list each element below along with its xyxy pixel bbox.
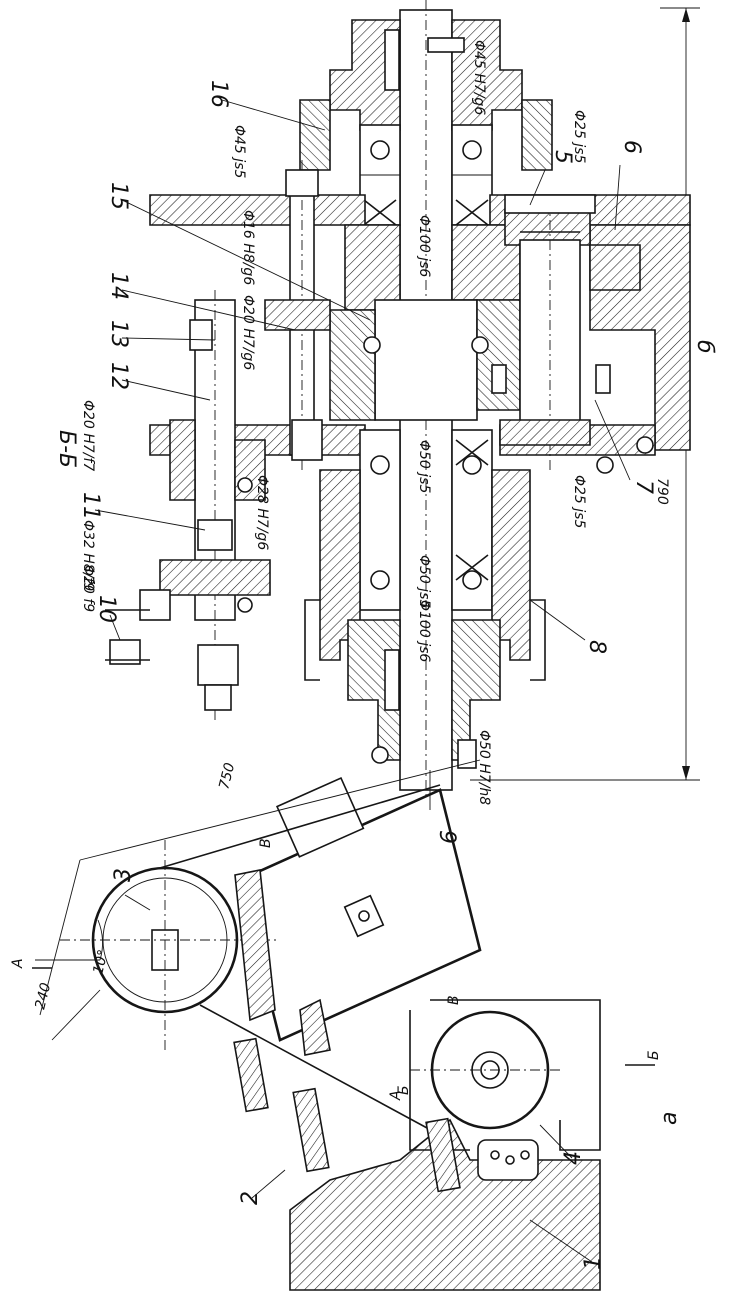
mark-a-mid: А bbox=[388, 1090, 404, 1101]
fit-label-10: Φ32 H8/f9 bbox=[80, 520, 96, 591]
pulley-3 bbox=[60, 840, 280, 1050]
part-number-15: 15 bbox=[106, 182, 131, 210]
overall-dimension-label: 790 bbox=[654, 478, 670, 505]
assembly-view-a: 750 240 10° А Б В В Б А 1 2 3 4 а bbox=[10, 759, 682, 1291]
mark-v-1: В bbox=[258, 838, 274, 848]
part-number-10: 10 bbox=[94, 595, 119, 623]
mark-b-mid: Б bbox=[396, 1085, 412, 1095]
fit-annotations: Φ45 H7/g6 Φ45 js5 Φ25 js5 Φ100 js6 Φ16 H… bbox=[80, 40, 587, 805]
part-number-12: 12 bbox=[106, 362, 131, 390]
side-shaft bbox=[491, 194, 654, 474]
mark-b-right: Б bbox=[646, 1050, 662, 1060]
part-numbers-a: 1 2 3 4 bbox=[111, 868, 606, 1270]
lower-pulley bbox=[304, 469, 546, 769]
fit-label-4: Φ100 js6 bbox=[416, 215, 432, 277]
section-title: Б-Б bbox=[54, 430, 79, 468]
mark-v-2: В bbox=[446, 995, 462, 1005]
part-number-2: 2 bbox=[238, 1191, 263, 1205]
part-number-8: 8 bbox=[584, 640, 609, 654]
part-number-4: 4 bbox=[561, 1151, 586, 1165]
leader-lines-b bbox=[94, 99, 631, 810]
auxiliary-shafts bbox=[105, 160, 331, 720]
lower-bearings bbox=[359, 429, 493, 611]
part-number-7: 7 bbox=[631, 480, 656, 494]
dimension-750: 750 bbox=[216, 761, 238, 791]
fit-label-8: Φ50 js5 bbox=[416, 440, 432, 493]
fit-label-13: Φ100 js6 bbox=[416, 600, 432, 662]
part-number-14: 14 bbox=[106, 272, 131, 300]
mark-a-top: А bbox=[10, 958, 26, 969]
fit-label-14: Φ25 js5 bbox=[571, 475, 587, 528]
part-number-9: 9 bbox=[434, 830, 459, 844]
part-numbers-b: 5 6 7 8 9 10 11 12 13 14 15 16 bbox=[78, 80, 656, 844]
dimension-240: 240 bbox=[32, 981, 54, 1011]
fit-label-9: Φ28 H7/g6 bbox=[254, 475, 270, 550]
part-number-6: 6 bbox=[619, 140, 644, 154]
section-markers: А Б В В Б А bbox=[10, 838, 662, 1101]
view-a-dimensions: 750 240 10° bbox=[32, 759, 481, 1041]
view-letter-a: а bbox=[657, 1112, 682, 1125]
fit-label-12: Φ50 js5 bbox=[416, 555, 432, 608]
part-number-13: 13 bbox=[106, 320, 131, 348]
upper-bearings bbox=[359, 124, 493, 226]
gear-housing bbox=[329, 224, 521, 421]
fit-label-6: Φ20 H7/g6 bbox=[240, 295, 256, 370]
angle-10: 10° bbox=[90, 948, 112, 976]
bolts bbox=[233, 1037, 461, 1193]
fit-label-5: Φ16 H8/g6 bbox=[240, 210, 256, 285]
part-number-1: 1 bbox=[581, 1256, 606, 1270]
part-number-5: 5 bbox=[550, 150, 575, 164]
fit-label-3: Φ25 js5 bbox=[571, 110, 587, 163]
part-number-16: 16 bbox=[206, 80, 231, 108]
section-view-b: 5 6 7 8 9 10 11 12 13 14 15 16 bbox=[54, 0, 717, 844]
fit-label-2: Φ45 js5 bbox=[231, 125, 247, 178]
part-number-3: 3 bbox=[111, 868, 136, 882]
view-letter-b: б bbox=[692, 340, 717, 354]
arm-housing bbox=[234, 777, 482, 1056]
part-number-11: 11 bbox=[78, 492, 103, 520]
fit-label-15: Φ50 H7/h8 bbox=[476, 730, 492, 805]
fit-label-1: Φ45 H7/g6 bbox=[471, 40, 487, 115]
fit-label-11: Φ20 f9 bbox=[80, 565, 96, 612]
fit-label-7: Φ20 H7/f7 bbox=[80, 400, 96, 471]
upper-pulley bbox=[299, 19, 553, 171]
